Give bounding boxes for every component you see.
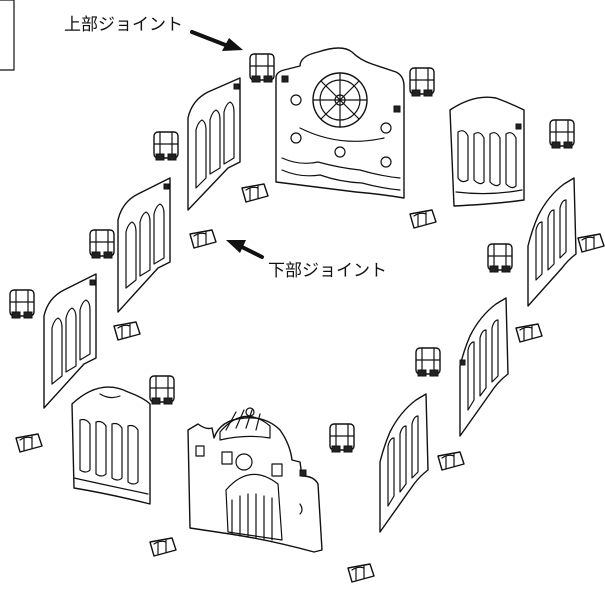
panel-left-2: [117, 177, 171, 313]
lower-joint-label: 下部ジョイント: [268, 261, 387, 281]
upper-joint-icon: [153, 131, 179, 161]
lower-joint-icon: [409, 209, 437, 229]
panel-left-1: [187, 77, 241, 211]
lower-joint-icon: [15, 433, 43, 453]
panel-left-3: [43, 273, 97, 409]
lower-joint-icon: [189, 229, 217, 249]
panel-right-1: [527, 177, 577, 307]
lower-joint-arrow: [226, 240, 264, 259]
panel-right-2: [459, 297, 509, 437]
upper-joint-arrow: [190, 30, 243, 51]
lower-joint-icon: [515, 323, 543, 343]
upper-joint-icon: [549, 119, 575, 149]
lower-joint-icon: [577, 233, 605, 253]
frame-corner: [0, 0, 15, 71]
upper-joint-icon: [487, 243, 513, 273]
lower-joint-icon: [241, 183, 269, 203]
panel-right-top: [449, 96, 525, 207]
panel-right-3: [379, 393, 429, 533]
panel-front-left: [71, 386, 151, 505]
panel-wheel: [275, 47, 405, 199]
upper-joint-icon: [409, 67, 435, 97]
lower-joint-icon: [113, 321, 141, 341]
upper-joint-icon: [415, 347, 441, 377]
panel-castle-door: [187, 407, 323, 553]
upper-joint-icon: [89, 229, 115, 259]
upper-joint-icon: [329, 423, 355, 453]
lower-joint-icon: [149, 537, 177, 557]
lower-joint-icon: [437, 451, 465, 471]
upper-joint-icon: [149, 375, 175, 405]
lower-joint-icon: [347, 563, 375, 583]
upper-joint-label: 上部ジョイント: [64, 15, 183, 35]
upper-joint-icon: [9, 289, 35, 319]
upper-joint-icon: [249, 53, 275, 83]
